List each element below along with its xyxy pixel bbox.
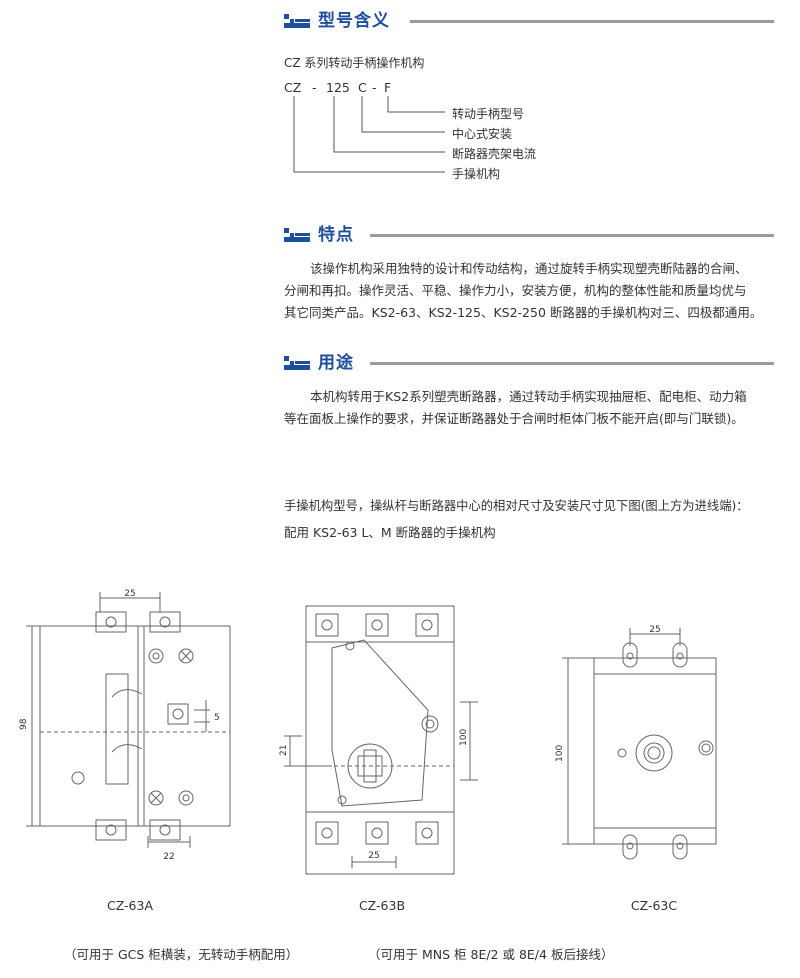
code-part: 125 xyxy=(326,80,350,95)
usage-paragraph: 本机构转用于KS2系列塑壳断路器，通过转动手柄实现抽屉柜、配电柜、动力箱 等在面… xyxy=(284,386,774,430)
section-header-usage: 用途 xyxy=(284,350,774,376)
section-rule xyxy=(370,362,774,365)
code-part: CZ xyxy=(284,80,302,95)
intro-line-1: 手操机构型号，操纵杆与断路器中心的相对尺寸及安装尺寸见下图(图上方为进线端)： xyxy=(284,499,749,513)
usage-line: 等在面板上操作的要求，并保证断路器处于合闸时柜体门板不能开启(即与门联锁)。 xyxy=(284,411,744,426)
dim-label: 25 xyxy=(649,625,660,635)
dim-label: 22 xyxy=(163,852,174,862)
section-header-features: 特点 xyxy=(284,222,774,248)
section-title: 特点 xyxy=(318,225,354,245)
caption-cz-63c: CZ-63C xyxy=(630,898,678,913)
code-label: 手操机构 xyxy=(452,167,501,181)
dim-label: 100 xyxy=(459,729,469,746)
note-right: （可用于 MNS 柜 8E/2 或 8E/4 板后接线） xyxy=(368,947,614,962)
code-part: - xyxy=(312,80,317,95)
code-part: C xyxy=(358,80,367,95)
section-bullet-icon xyxy=(284,14,310,28)
dim-label: 5 xyxy=(214,713,220,723)
dim-label: 21 xyxy=(279,745,289,756)
features-line: 其它同类产品。KS2-63、KS2-125、KS2-250 断路器的手操机构对三… xyxy=(284,305,763,320)
code-label: 中心式安装 xyxy=(452,127,513,141)
code-part: F xyxy=(384,80,392,95)
code-label: 转动手柄型号 xyxy=(452,107,525,121)
drawing-cz-63a: 25 98 5 22 xyxy=(19,589,231,862)
usage-line: 本机构转用于KS2系列塑壳断路器，通过转动手柄实现抽屉柜、配电柜、动力箱 xyxy=(310,389,747,404)
drawing-cz-63b: 21 100 25 xyxy=(279,605,478,875)
dim-label: 25 xyxy=(124,589,135,599)
features-line: 该操作机构采用独特的设计和传动结构，通过旋转手柄实现塑壳断陆器的合闸、 xyxy=(310,261,748,276)
features-line: 分闸和再扣。操作灵活、平稳、操作力小，安装方便，机构的整体性能和质量均优与 xyxy=(284,283,747,298)
intro-line-2: 配用 KS2-63 L、M 断路器的手操机构 xyxy=(284,525,496,540)
code-label: 断路器壳架电流 xyxy=(452,147,537,161)
caption-cz-63b: CZ-63B xyxy=(358,898,406,913)
section-header-model: 型号含义 xyxy=(284,8,774,34)
drawing-cz-63c: 25 100 xyxy=(555,625,717,860)
dim-label: 98 xyxy=(19,718,29,730)
note-left: （可用于 GCS 柜横装，无转动手柄配用） xyxy=(64,947,299,962)
model-code-leader-lines xyxy=(293,96,445,173)
section-bullet-icon xyxy=(284,356,310,370)
section-title: 用途 xyxy=(318,353,354,373)
dim-label: 100 xyxy=(555,745,565,762)
section-rule xyxy=(370,234,774,237)
model-series-line: CZ 系列转动手柄操作机构 xyxy=(284,56,425,70)
dim-label: 25 xyxy=(368,851,379,861)
section-title: 型号含义 xyxy=(318,11,390,31)
section-rule xyxy=(410,20,774,23)
code-part: - xyxy=(372,80,377,95)
caption-cz-63a: CZ-63A xyxy=(106,898,154,913)
section-bullet-icon xyxy=(284,228,310,242)
features-paragraph: 该操作机构采用独特的设计和传动结构，通过旋转手柄实现塑壳断陆器的合闸、 分闸和再… xyxy=(284,258,774,324)
